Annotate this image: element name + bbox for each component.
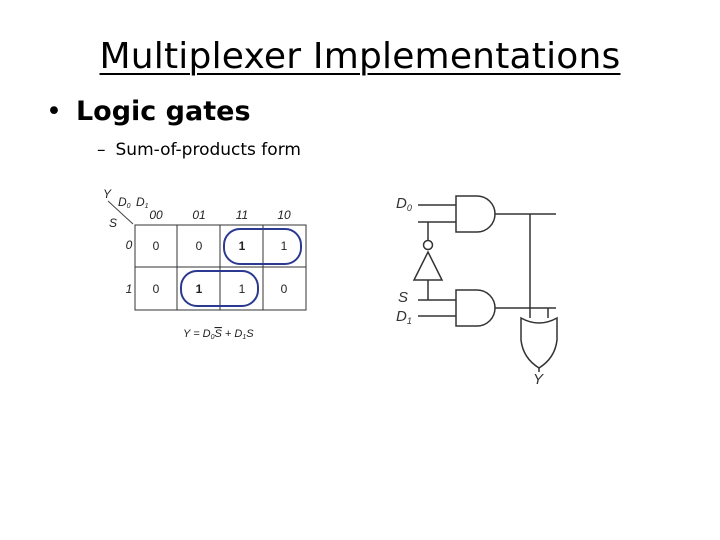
kmap-equation-sub1: 1 (242, 334, 246, 341)
and-gate-bottom (455, 289, 496, 327)
kmap-row-header-0: 0 (126, 238, 133, 252)
kmap-cell-r1-c2: 1 (239, 282, 246, 296)
and-gate-top (455, 195, 496, 233)
not-gate (412, 250, 444, 281)
bullet-logic-gates: • Logic gates (46, 96, 251, 127)
kmap-col-var-d1: D1 (136, 195, 149, 210)
kmap-equation: Y = D0S + D1S (183, 328, 254, 341)
kmap-cell-r1-c3: 0 (281, 282, 288, 296)
slide-title-text: Multiplexer Implementations (99, 36, 621, 77)
circuit-d1-sub: 1 (407, 316, 412, 326)
circuit-y-label: Y (533, 371, 544, 388)
sub-bullet-text: Sum-of-products form (115, 140, 301, 160)
circuit-d0-label: D0 (396, 195, 412, 213)
kmap-col-var-d0-name: D (118, 195, 127, 209)
kmap-grid (134, 224, 307, 311)
bullet-dot: • (46, 96, 62, 127)
kmap-corner-diagonal (107, 200, 134, 225)
kmap-cell-r0-c0: 0 (153, 239, 160, 253)
kmap-group-d1-s (180, 270, 259, 307)
kmap-y-label: Y (103, 187, 112, 201)
circuit-labels: D0 S D1 Y (396, 195, 544, 388)
sub-bullet-sop: –Sum-of-products form (97, 140, 301, 160)
kmap-row-var: S (109, 216, 117, 230)
kmap-equation-s-bar: S (215, 328, 223, 340)
kmap-row-header-1: 1 (126, 282, 133, 296)
kmap-cell-r1-c0: 0 (153, 282, 160, 296)
circuit-s-label: S (398, 289, 408, 306)
kmap-equation-sub0: 0 (211, 334, 215, 341)
kmap-col-header-11: 11 (236, 208, 248, 222)
karnaugh-map: Y D0 D1 S 00 01 11 10 0 1 0 0 1 1 0 1 1 … (103, 187, 307, 341)
bullet-text: Logic gates (75, 96, 251, 127)
kmap-cell-r0-c1: 0 (196, 239, 203, 253)
or-gate (520, 316, 558, 369)
kmap-cell-r0-c2: 1 (239, 239, 246, 253)
kmap-col-header-10: 10 (277, 208, 291, 222)
kmap-col-var-d0: D0 (118, 195, 131, 210)
circuit-d1-name: D (396, 308, 407, 325)
kmap-col-var-d1-name: D (136, 195, 145, 209)
kmap-col-var-d1-sub: 1 (145, 203, 149, 210)
circuit-d0-sub: 0 (407, 203, 412, 213)
kmap-cell-r0-c3: 1 (281, 239, 288, 253)
mux-circuit: D0 S D1 Y (396, 195, 558, 388)
not-gate-bubble (422, 239, 434, 251)
circuit-d0-name: D (396, 195, 407, 212)
kmap-equation-lhs: Y = D (183, 328, 211, 340)
sub-bullet-dash: – (97, 140, 106, 160)
kmap-col-header-01: 01 (192, 208, 205, 222)
slide-title: Multiplexer Implementations (0, 36, 720, 77)
kmap-group-d0-sbar (223, 228, 302, 265)
kmap-col-header-00: 00 (149, 208, 163, 222)
kmap-equation-s: S (246, 328, 254, 340)
circuit-d1-label: D1 (396, 308, 412, 326)
kmap-cell-r1-c1: 1 (196, 282, 203, 296)
kmap-col-var-d0-sub: 0 (127, 203, 131, 210)
kmap-equation-plus-d: + D (222, 328, 243, 340)
